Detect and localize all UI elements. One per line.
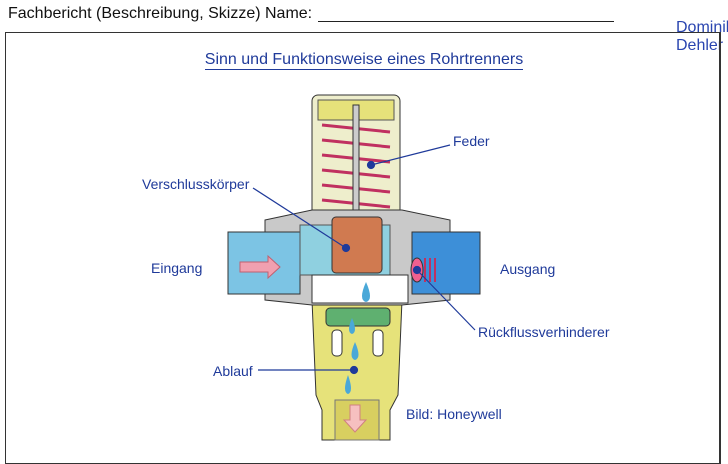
diagram-title: Sinn und Funktionsweise eines Rohrtrenne… bbox=[0, 51, 728, 70]
diagram-title-text: Sinn und Funktionsweise eines Rohrtrenne… bbox=[204, 51, 524, 70]
label-feder: Feder bbox=[453, 133, 490, 149]
label-ausgang: Ausgang bbox=[500, 261, 556, 277]
inflow-arrow bbox=[239, 254, 281, 280]
valve-illustration bbox=[227, 94, 481, 441]
outlet-pipe bbox=[411, 231, 481, 295]
image-credit: Bild: Honeywell bbox=[406, 406, 502, 422]
water-drops bbox=[345, 282, 370, 394]
name-value: Dominik Dehler bbox=[676, 19, 728, 54]
piston bbox=[331, 216, 383, 274]
header-label: Fachbericht (Beschreibung, Skizze) Name: bbox=[8, 5, 313, 22]
label-rueckflussverhinderer: Rückflussverhinderer bbox=[478, 324, 610, 340]
label-verschlusskoerper: Verschlusskörper bbox=[142, 176, 250, 192]
name-field[interactable]: Dominik Dehler bbox=[318, 19, 728, 54]
air-gap bbox=[311, 274, 409, 304]
label-eingang: Eingang bbox=[151, 260, 203, 276]
label-ablauf: Ablauf bbox=[213, 363, 253, 379]
